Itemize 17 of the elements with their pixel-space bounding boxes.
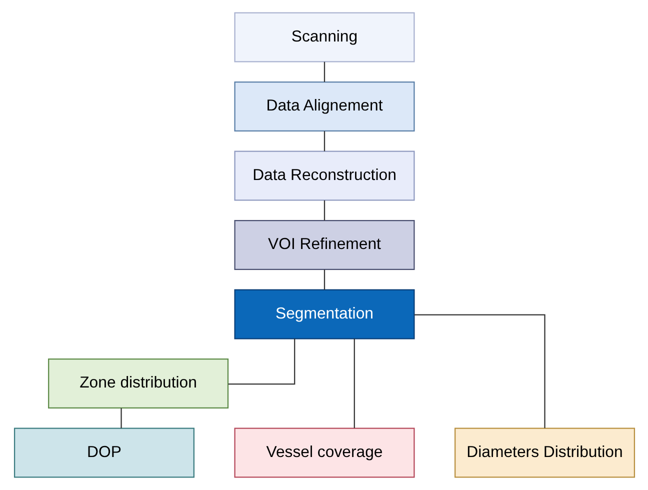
node-box: Data Reconstruction xyxy=(234,150,414,201)
connector xyxy=(323,131,325,152)
connector xyxy=(323,62,325,82)
node-box: Vessel coverage xyxy=(234,428,414,478)
connector xyxy=(323,270,325,290)
node-box: Segmentation xyxy=(234,289,414,340)
connector xyxy=(120,408,122,428)
connector xyxy=(323,200,325,220)
connector xyxy=(228,338,295,385)
connector xyxy=(414,314,545,428)
connector xyxy=(353,338,354,428)
node-box: Diameters Distribution xyxy=(454,428,635,478)
node-box: DOP xyxy=(13,428,194,478)
node-box: Scanning xyxy=(234,12,414,62)
node-box: Data Alignement xyxy=(234,82,414,132)
node-box: VOI Refinement xyxy=(234,220,414,270)
node-box: Zone distribution xyxy=(48,358,228,408)
